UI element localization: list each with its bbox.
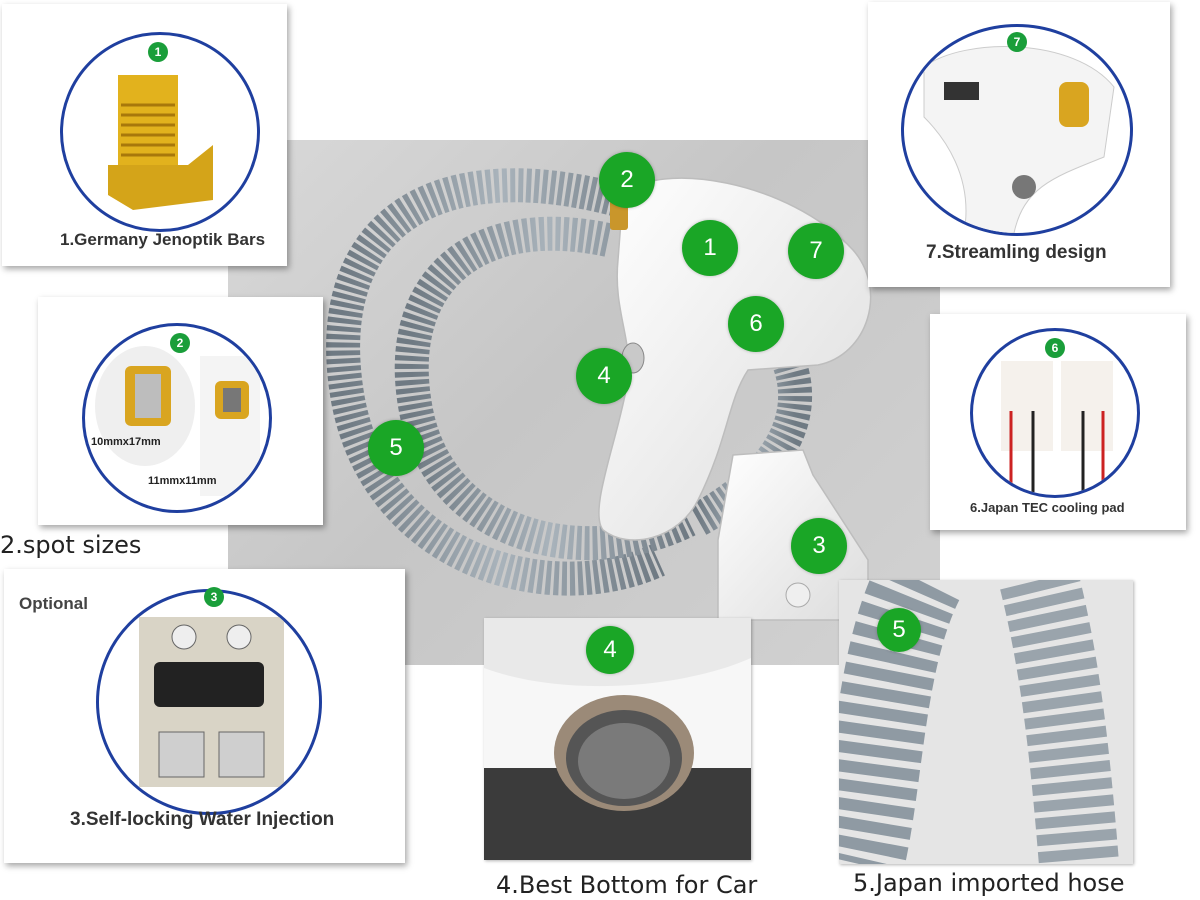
badge-7: 7: [1007, 32, 1027, 52]
circle-frame: [96, 589, 322, 815]
handpiece-closeup-image: [923, 46, 1115, 233]
marker-4-detail: 4: [586, 626, 634, 674]
panel-water-injection: Optional 3 3.Self-locking Water Injectio…: [4, 569, 405, 863]
marker-1: 1: [682, 220, 738, 276]
button-image: [484, 658, 751, 860]
spot-size-small: 11mmx11mm: [148, 475, 217, 487]
marker-5-detail: 5: [877, 608, 921, 652]
badge-3: 3: [204, 587, 224, 607]
panel-tec-cooling: 6 6.Japan TEC cooling pad: [930, 314, 1186, 530]
optional-label: Optional: [19, 594, 88, 613]
badge-6: 6: [1045, 338, 1065, 358]
circle-frame: [82, 323, 272, 513]
badge-1: 1: [148, 42, 168, 62]
marker-4: 4: [576, 348, 632, 404]
marker-2: 2: [599, 152, 655, 208]
caption-5: 5.Japan imported hose: [853, 869, 1125, 897]
connector-image: [139, 617, 284, 787]
cooling-pad-image: [1001, 361, 1113, 495]
panel-button-photo: 4: [484, 618, 751, 860]
panel-streamline: 7 7.Streamling design: [868, 2, 1170, 287]
caption-4: 4.Best Bottom for Car: [496, 871, 758, 899]
marker-5: 5: [368, 420, 424, 476]
marker-3: 3: [791, 518, 847, 574]
laser-bar-image: [108, 75, 213, 210]
caption-7: 7.Streamling design: [926, 242, 1107, 263]
panel-hose-photo: 5: [839, 580, 1133, 864]
marker-7: 7: [788, 223, 844, 279]
caption-6: 6.Japan TEC cooling pad: [970, 500, 1125, 515]
spot-tips-image: [95, 346, 260, 496]
circle-frame: [60, 32, 260, 232]
panel-jenoptik-bars: 1 1.Germany Jenoptik Bars: [2, 4, 287, 266]
badge-2: 2: [170, 333, 190, 353]
marker-6: 6: [728, 296, 784, 352]
caption-2: 2.spot sizes: [0, 531, 142, 559]
spot-size-large: 10mmx17mm: [91, 436, 161, 448]
caption-1: 1.Germany Jenoptik Bars: [60, 230, 266, 249]
panel-spot-sizes: 2 10mmx17mm 11mmx11mm: [38, 297, 323, 525]
caption-3: 3.Self-locking Water Injection: [70, 809, 335, 830]
circle-frame: [901, 24, 1133, 236]
hose-closeup-image: [839, 580, 1119, 864]
